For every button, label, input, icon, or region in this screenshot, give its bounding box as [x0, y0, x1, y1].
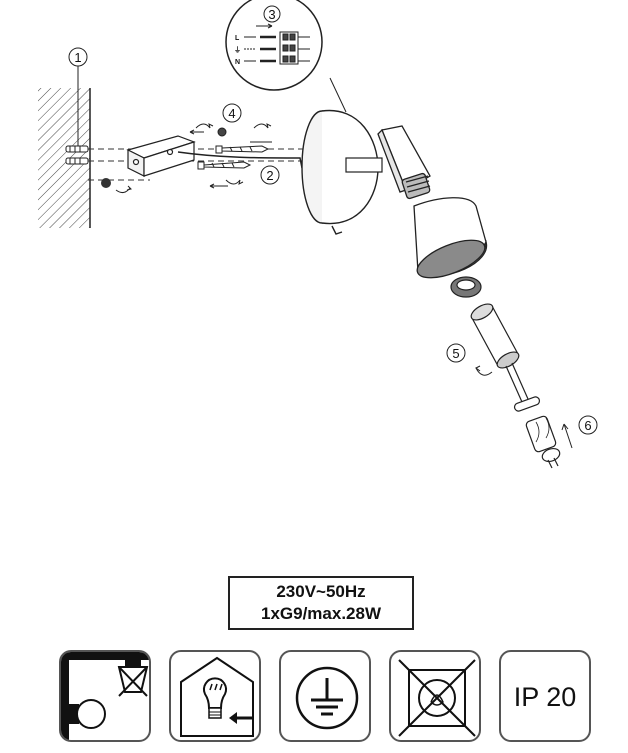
voltage-spec: 230V~50Hz [276, 582, 366, 601]
wall-plugs [65, 145, 89, 165]
supply-cable [177, 151, 303, 169]
svg-text:2: 2 [266, 168, 273, 183]
fixing-screws [197, 145, 270, 170]
callout-5: 5 [446, 343, 493, 376]
ip-rating-icon: IP 20 [499, 650, 591, 742]
svg-text:5: 5 [452, 346, 459, 361]
assembly-diagram: 1 [38, 0, 598, 469]
wiring-detail: 3 L ⏚ N [225, 0, 347, 113]
svg-text:L: L [235, 35, 240, 42]
callout-6: 6 [561, 415, 598, 449]
cap-nut [217, 127, 227, 137]
not-for-flammable-surface-icon [389, 650, 481, 742]
class-one-protection-icon [169, 650, 261, 742]
callout-4: 4 [222, 103, 242, 123]
mounting-bracket [126, 135, 196, 177]
svg-text:⏚: ⏚ [234, 46, 241, 54]
lamp-sleeve [470, 303, 541, 412]
protective-earth-icon [279, 650, 371, 742]
bracket-screw [101, 178, 132, 194]
lamp-spec: 1xG9/max.28W [260, 604, 381, 623]
callout-2: 2 [260, 165, 280, 185]
ring-nut [450, 276, 482, 298]
electrical-spec-box: 230V~50Hz 1xG9/max.28W [228, 576, 414, 630]
ip-rating-label: IP 20 [513, 682, 577, 712]
svg-text:4: 4 [228, 106, 235, 121]
spot-head [377, 125, 431, 200]
rotation-arrows [189, 123, 272, 189]
not-for-ceiling-mounting-icon [59, 650, 151, 742]
svg-text:6: 6 [584, 418, 591, 433]
svg-text:N: N [235, 59, 240, 66]
svg-text:1: 1 [74, 50, 81, 65]
svg-text:3: 3 [268, 7, 275, 22]
glass-shade [413, 197, 488, 279]
callout-1: 1 [68, 47, 88, 146]
g9-bulb [525, 415, 561, 469]
lamp-arm [345, 157, 383, 173]
